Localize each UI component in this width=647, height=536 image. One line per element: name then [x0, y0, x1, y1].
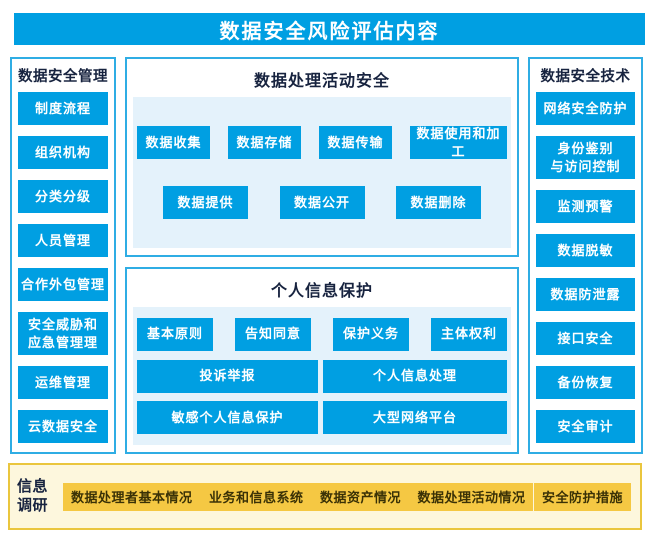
- right-panel-box: 备份恢复: [536, 366, 635, 400]
- left-panel-box: 分类分级: [18, 180, 108, 214]
- personal-info-panel: 个人信息保护 基本原则 告知同意 保护义务 主体权利 投诉举报 个人信息处理 敏…: [125, 267, 519, 454]
- personal-info-panel-inner: 基本原则 告知同意 保护义务 主体权利 投诉举报 个人信息处理 敏感个人信息保护…: [133, 307, 511, 445]
- right-panel-box: 身份鉴别 与访问控制: [536, 136, 635, 180]
- right-panel-technology: 数据安全技术 网络安全防护 身份鉴别 与访问控制 监测预警 数据脱敏 数据防泄露…: [528, 57, 643, 454]
- survey-box: 安全防护措施: [533, 482, 631, 511]
- left-panel-box: 制度流程: [18, 92, 108, 126]
- diagram-main-row: 数据安全管理 制度流程 组织机构 分类分级 人员管理 合作外包管理 安全威胁和 …: [10, 57, 643, 454]
- personal-box: 告知同意: [235, 317, 311, 351]
- survey-bar-label: 信息 调研: [17, 477, 49, 514]
- personal-box: 投诉举报: [137, 359, 318, 393]
- right-panel-box: 接口安全: [536, 322, 635, 356]
- left-panel-box: 人员管理: [18, 224, 108, 258]
- activity-row-1: 数据收集 数据存储 数据传输 数据使用和加工: [137, 126, 507, 159]
- right-panel-box: 监测预警: [536, 190, 635, 224]
- right-panel-box: 数据防泄露: [536, 278, 635, 312]
- personal-box: 敏感个人信息保护: [137, 401, 318, 435]
- activity-box: 数据存储: [228, 126, 301, 159]
- activity-box: 数据使用和加工: [410, 126, 507, 159]
- left-panel-title: 数据安全管理: [18, 69, 108, 85]
- middle-column: 数据处理活动安全 数据收集 数据存储 数据传输 数据使用和加工 数据提供 数据公…: [125, 57, 519, 454]
- left-panel-box: 合作外包管理: [18, 268, 108, 302]
- left-panel-box: 安全威胁和 应急管理理: [18, 312, 108, 356]
- personal-row-2: 投诉举报 个人信息处理: [137, 359, 507, 393]
- left-panel-management: 数据安全管理 制度流程 组织机构 分类分级 人员管理 合作外包管理 安全威胁和 …: [10, 57, 116, 454]
- personal-box: 基本原则: [137, 317, 213, 351]
- personal-box: 主体权利: [431, 317, 507, 351]
- diagram-title-banner: 数据安全风险评估内容: [14, 13, 645, 45]
- left-panel-stack: 制度流程 组织机构 分类分级 人员管理 合作外包管理 安全威胁和 应急管理理 运…: [18, 89, 108, 443]
- activity-panel-title: 数据处理活动安全: [253, 73, 390, 90]
- activity-box: 数据收集: [137, 126, 210, 159]
- personal-box: 大型网络平台: [323, 401, 507, 435]
- activity-box: 数据删除: [396, 186, 481, 219]
- personal-row-1: 基本原则 告知同意 保护义务 主体权利: [137, 317, 507, 351]
- personal-box: 保护义务: [333, 317, 409, 351]
- activity-panel: 数据处理活动安全 数据收集 数据存储 数据传输 数据使用和加工 数据提供 数据公…: [125, 57, 519, 257]
- survey-box: 数据资产情况: [311, 482, 409, 511]
- right-panel-stack: 网络安全防护 身份鉴别 与访问控制 监测预警 数据脱敏 数据防泄露 接口安全 备…: [536, 89, 635, 443]
- activity-box: 数据公开: [279, 186, 365, 219]
- left-panel-box: 组织机构: [18, 136, 108, 170]
- activity-row-2: 数据提供 数据公开 数据删除: [137, 186, 507, 219]
- right-panel-title: 数据安全技术: [540, 69, 631, 85]
- survey-box: 数据处理者基本情况: [63, 482, 201, 511]
- survey-bar: 信息 调研 数据处理者基本情况 业务和信息系统 数据资产情况 数据处理活动情况 …: [8, 463, 642, 530]
- survey-box: 数据处理活动情况: [409, 482, 534, 511]
- right-panel-box: 数据脱敏: [536, 234, 635, 268]
- activity-box: 数据提供: [163, 186, 248, 219]
- left-panel-box: 运维管理: [18, 366, 108, 400]
- activity-box: 数据传输: [319, 126, 392, 159]
- activity-panel-inner: 数据收集 数据存储 数据传输 数据使用和加工 数据提供 数据公开 数据删除: [133, 97, 511, 248]
- personal-info-panel-title: 个人信息保护: [270, 283, 373, 300]
- personal-row-3: 敏感个人信息保护 大型网络平台: [137, 401, 507, 435]
- right-panel-box: 网络安全防护: [536, 92, 635, 126]
- survey-bar-items: 数据处理者基本情况 业务和信息系统 数据资产情况 数据处理活动情况 安全防护措施: [59, 482, 631, 511]
- survey-box: 业务和信息系统: [200, 482, 312, 511]
- right-panel-box: 安全审计: [536, 409, 635, 443]
- personal-box: 个人信息处理: [323, 359, 507, 393]
- left-panel-box: 云数据安全: [18, 409, 108, 443]
